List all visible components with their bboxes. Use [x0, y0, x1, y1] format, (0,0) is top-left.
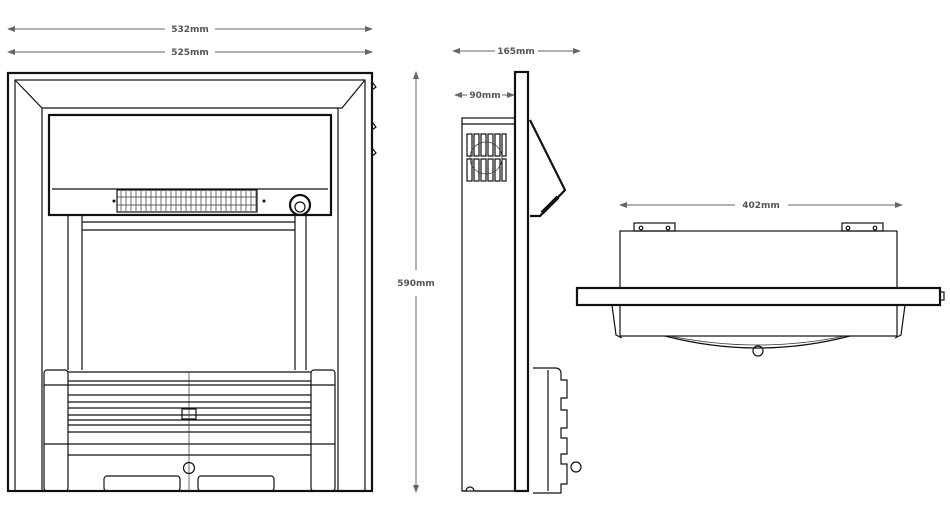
dimension-532mm: 532mm [7, 25, 373, 35]
control-knob [288, 193, 312, 217]
dimension-525mm: 525mm [7, 48, 373, 58]
dimension-label: 532mm [171, 25, 209, 35]
dimension-402mm: 402mm [619, 201, 903, 211]
dimension-90mm: 90mm [454, 91, 515, 101]
heater-grille [116, 189, 258, 213]
fire-grate [43, 369, 336, 492]
top-view [575, 222, 945, 357]
hood [529, 119, 567, 218]
dimension-label: 402mm [742, 201, 780, 211]
dimension-165mm: 165mm [452, 47, 581, 57]
vent-grille [466, 133, 507, 182]
dimension-label: 165mm [497, 47, 535, 57]
dimension-label: 90mm [469, 91, 500, 101]
dimension-label: 525mm [171, 48, 209, 58]
side-view [461, 70, 582, 494]
dimension-590mm: 590mm [397, 71, 435, 493]
front-view [6, 71, 377, 493]
dimension-label: 590mm [397, 279, 435, 289]
